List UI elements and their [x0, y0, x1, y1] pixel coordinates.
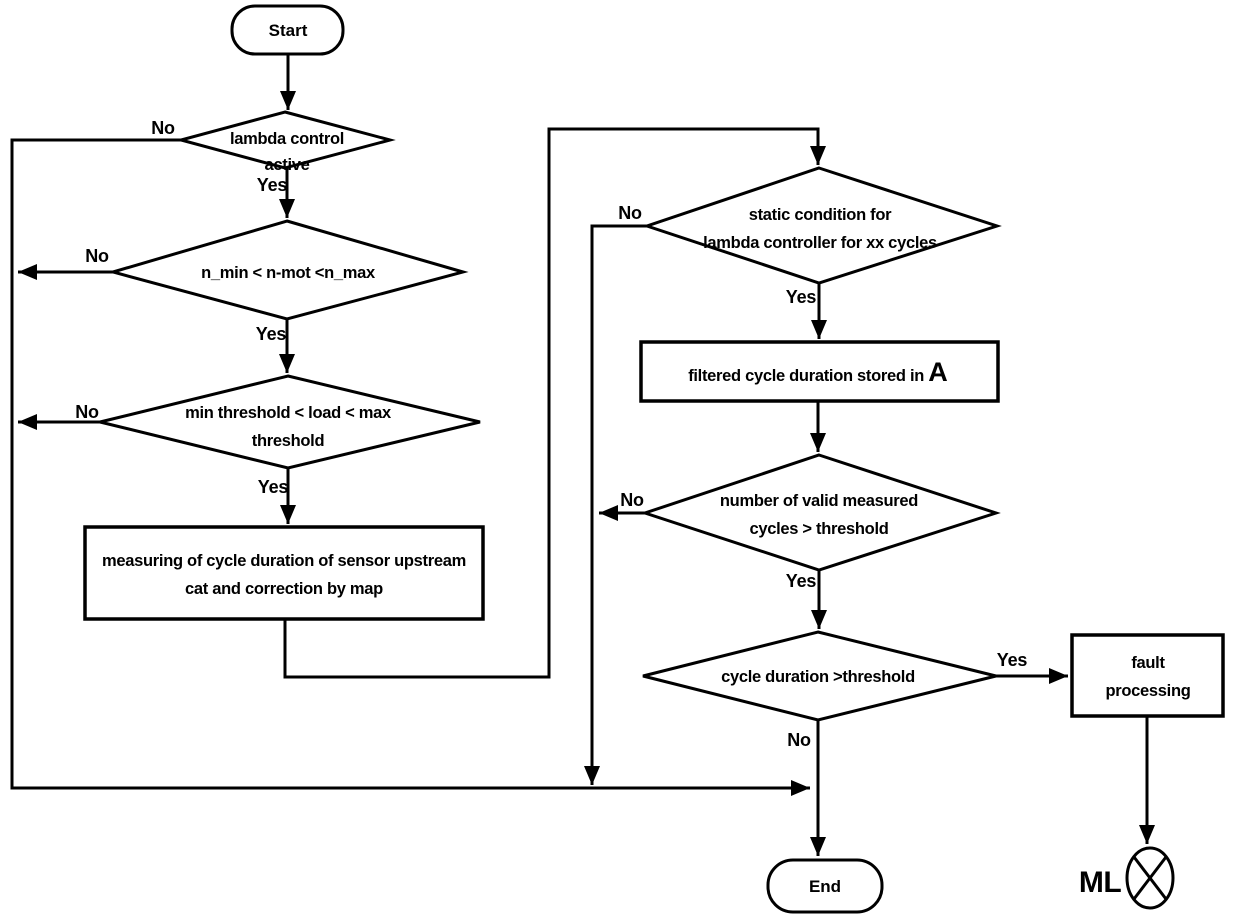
edge-label-load-no: No	[75, 402, 99, 422]
edge-label-speed-no: No	[85, 246, 109, 266]
edge-label-load-yes: Yes	[258, 477, 289, 497]
edges	[10, 54, 1155, 856]
node-store-filtered: filtered cycle duration stored in A	[639, 340, 1000, 403]
engine-speed-line1: n_min < n-mot <n_max	[201, 264, 376, 282]
edge-label-static-no: No	[618, 203, 642, 223]
load-window-line1: min threshold < load < max	[185, 404, 392, 422]
static-condition-line2: lambda controller for xx cycles	[703, 234, 937, 252]
start-terminator	[230, 4, 345, 56]
edge-label-lambda-yes: Yes	[257, 175, 288, 195]
fault-processing-box	[1070, 633, 1225, 718]
edge-label-lambda-no: No	[151, 118, 175, 138]
edge-label-static-yes: Yes	[786, 287, 817, 307]
edge-label-valid-no: No	[620, 490, 644, 510]
valid-cycles-line2: cycles > threshold	[749, 520, 888, 538]
measure-cycle-box	[83, 525, 485, 621]
node-fault-processing: fault processing	[1070, 633, 1225, 718]
node-start: Start	[230, 4, 345, 56]
edge-labels: No Yes No Yes No Yes No Yes No Yes Yes N…	[75, 118, 1027, 750]
store-filtered-box	[639, 340, 1000, 403]
fault-processing-line2: processing	[1105, 682, 1190, 700]
load-window-line2: threshold	[252, 432, 324, 450]
end-terminator	[766, 858, 884, 914]
measure-cycle-line1: measuring of cycle duration of sensor up…	[102, 552, 466, 570]
lambda-control-line2: active	[265, 156, 310, 174]
node-ml-indicator: ML	[1079, 846, 1175, 910]
static-condition-diamond	[642, 166, 1002, 285]
edge-measure-to-static	[283, 127, 826, 679]
cycle-duration-line1: cycle duration >threshold	[721, 668, 915, 686]
store-filtered-label: filtered cycle duration stored in A	[688, 357, 948, 387]
edge-label-cycle-no: No	[787, 730, 811, 750]
ml-lamp-cross-2	[1132, 856, 1168, 900]
valid-cycles-line1: number of valid measured	[720, 492, 918, 510]
edge-label-cycle-yes: Yes	[997, 650, 1028, 670]
cycle-duration-diamond	[642, 630, 997, 722]
node-lambda-control: lambda control active	[175, 110, 396, 174]
start-label: Start	[269, 21, 308, 40]
engine-speed-diamond	[107, 219, 469, 321]
ml-label: ML	[1079, 866, 1121, 899]
store-filtered-emphasis: A	[928, 357, 948, 387]
end-label: End	[809, 877, 841, 896]
node-engine-speed: n_min < n-mot <n_max	[107, 219, 469, 321]
edge-label-valid-yes: Yes	[786, 571, 817, 591]
node-static-condition: static condition for lambda controller f…	[642, 166, 1002, 285]
measure-cycle-line2: cat and correction by map	[185, 580, 383, 598]
node-valid-cycles: number of valid measured cycles > thresh…	[640, 453, 1001, 572]
fault-processing-line1: fault	[1131, 654, 1165, 672]
load-window-diamond	[99, 374, 481, 470]
store-filtered-line1: filtered cycle duration stored in	[688, 367, 928, 385]
node-end: End	[766, 858, 884, 914]
edge-lambda-no-left-rail	[10, 138, 810, 796]
node-load-window: min threshold < load < max threshold	[99, 374, 481, 470]
lambda-control-line1: lambda control	[230, 130, 344, 148]
static-condition-line1: static condition for	[749, 206, 892, 224]
edge-label-speed-yes: Yes	[256, 324, 287, 344]
valid-cycles-diamond	[640, 453, 1001, 572]
lambda-control-diamond	[175, 110, 396, 170]
node-cycle-duration: cycle duration >threshold	[642, 630, 997, 722]
node-measure-cycle: measuring of cycle duration of sensor up…	[83, 525, 485, 621]
edge-static-no-rail	[584, 224, 647, 785]
